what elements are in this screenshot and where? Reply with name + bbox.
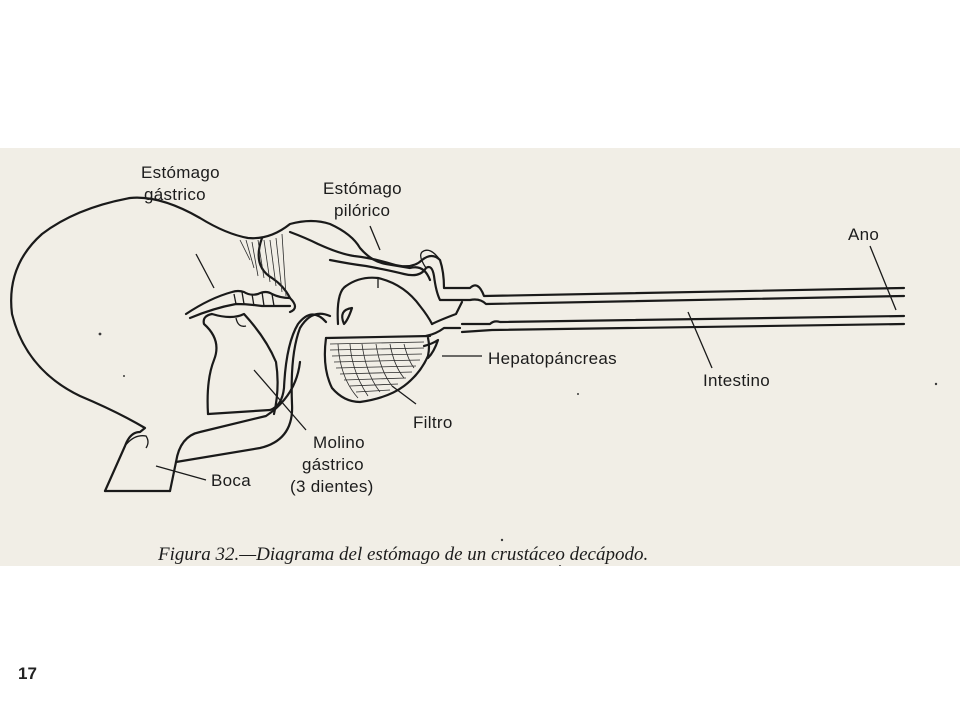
gastric-mill-tooth [235,317,247,327]
pyloric-stomach-wall [336,276,434,326]
label-molino-3: (3 dientes) [290,477,374,496]
hepatopancreas-ducts-lower [422,338,440,360]
label-filtro: Filtro [413,413,453,432]
label-estomago-pilorico-2: pilórico [334,201,390,220]
label-molino-2: gástrico [302,455,364,474]
gastric-teeth-lower [188,302,292,320]
gastric-mill-chamber [202,312,279,416]
gastric-teeth-row [184,289,292,316]
gastric-stomach-outer-wall [10,196,432,493]
esophagus-tube-outer [174,312,332,464]
gastric-stomach-inner-wall [168,360,302,493]
crustacean-stomach-diagram: Estómago gástrico Estómago pilórico Ano … [10,163,938,566]
pyloric-roof-lower [328,258,906,306]
hepatopancreas-duct-upper [430,300,464,326]
page-number: 17 [18,664,37,683]
label-estomago-pilorico-1: Estómago [323,179,402,198]
label-intestino: Intestino [703,371,770,390]
scan-specks [98,332,938,566]
leader-lines [155,225,897,481]
leader-estomago-pilorico [369,225,381,251]
gastric-roof-hatching [239,233,287,297]
label-estomago-gastrico-1: Estómago [141,163,220,182]
esophagus-notch [124,435,149,449]
esophagus-tube-inner [206,313,328,416]
leader-filtro [391,385,417,405]
pyloric-inner-fold [341,306,354,326]
hepatopancreas-duct [424,326,462,338]
intestine-lower-wall [460,314,906,326]
tooth-ridges [233,291,275,307]
leader-molino [253,369,307,431]
intestine-lower-wall-inner [460,322,906,334]
label-molino-1: Molino [313,433,365,452]
leader-boca [155,465,207,481]
label-ano: Ano [848,225,879,244]
scanned-figure: Estómago gástrico Estómago pilórico Ano … [0,148,960,566]
leader-ano [869,245,897,311]
leader-estomago-gastrico [195,253,215,289]
filter-setae [329,341,425,399]
label-boca: Boca [211,471,251,490]
label-estomago-gastrico-2: gástrico [144,185,206,204]
pyloric-roof-upper [288,230,906,298]
filter-top-edge [324,334,432,340]
filter-outline [323,336,431,404]
pyloric-coil [420,249,441,269]
leader-intestino [687,311,713,369]
gastric-roof-lining [257,236,297,314]
figure-caption: Figura 32.—Diagrama del estómago de un c… [157,544,648,565]
label-hepatopancreas: Hepatopáncreas [488,349,617,368]
